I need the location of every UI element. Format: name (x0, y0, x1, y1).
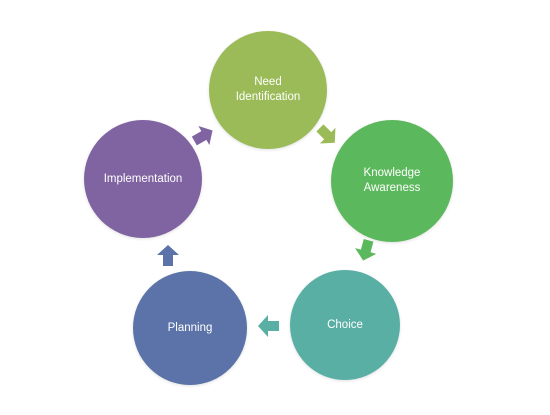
knowledge-awareness-node: Knowledge Awareness (331, 120, 453, 242)
choice-label: Choice (327, 318, 363, 331)
need-identification-label: Need Identification (235, 76, 301, 103)
planning-label: Planning (167, 321, 213, 334)
need-identification-node: Need Identification (209, 31, 327, 149)
implementation-node: Implementation (84, 120, 202, 238)
knowledge-awareness-label: Knowledge Awareness (363, 167, 421, 194)
implementation-label: Implementation (103, 172, 183, 185)
planning-node: Planning (133, 271, 247, 385)
choice-node: Choice (290, 270, 400, 380)
